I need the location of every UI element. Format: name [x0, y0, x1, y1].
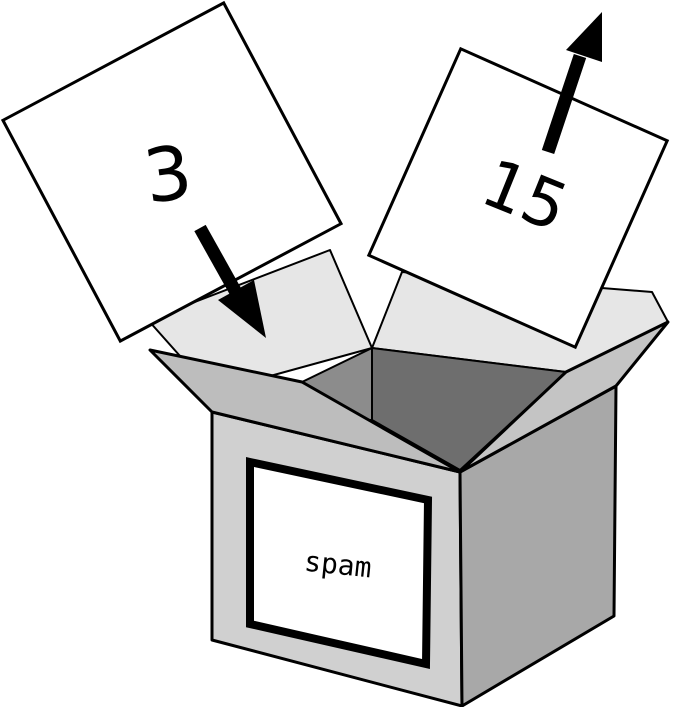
- box-label: spam: [250, 462, 428, 664]
- arrow-out-of-box-head: [566, 12, 602, 62]
- box-label-text: spam: [303, 545, 374, 585]
